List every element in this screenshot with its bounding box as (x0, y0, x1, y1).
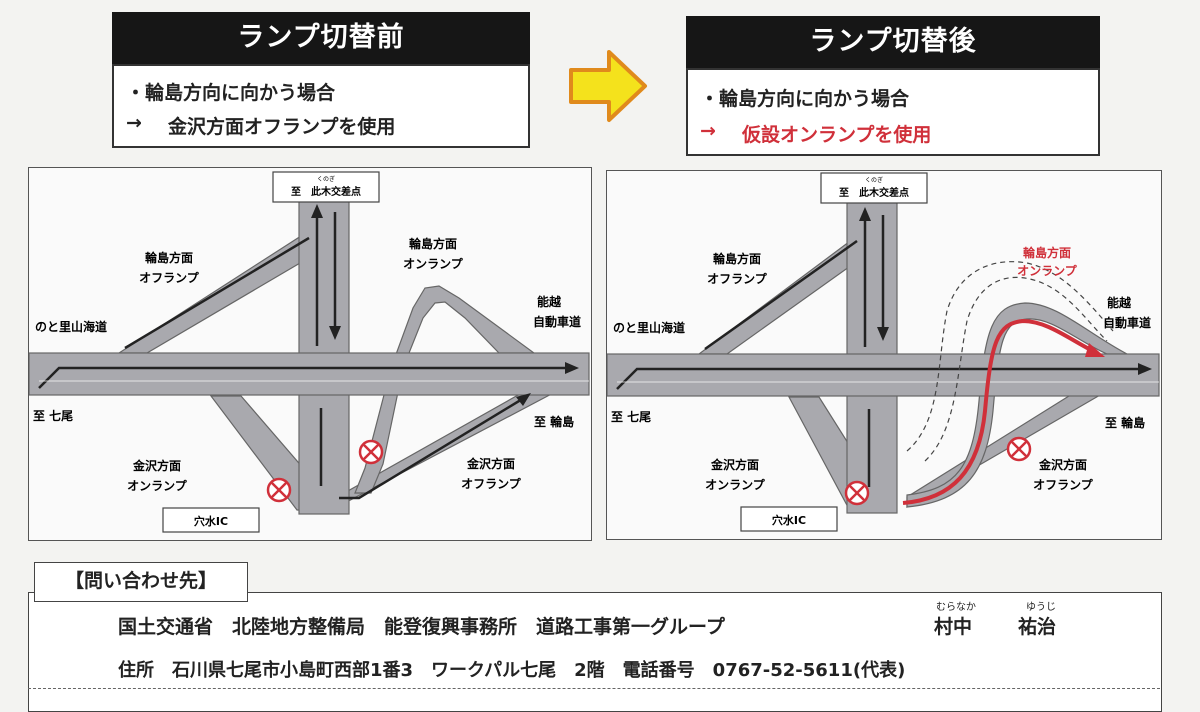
before-kanazawa-on-label-1: 金沢方面 (132, 458, 181, 473)
contact-name2-ruby: ゆうじ (1026, 602, 1056, 613)
contact-box (28, 592, 1162, 712)
before-note-arrow: → (126, 112, 142, 134)
after-wajima-off-label-1: 輪島方面 (713, 251, 761, 266)
after-top-sign-box (820, 172, 928, 204)
before-kanazawa-off-label-2: オフランプ (461, 476, 522, 491)
before-off-ramp-arrow (124, 236, 310, 350)
before-right-road-label-2: 自動車道 (533, 314, 581, 329)
after-closed-marker-1 (844, 480, 870, 506)
before-kanazawa-off-label-1: 金沢方面 (466, 456, 515, 471)
before-up-arrow-head (311, 204, 323, 218)
before-wajima-off-label-1: 輪島方面 (145, 250, 193, 265)
before-note-box (112, 64, 530, 148)
after-kanazawa-off-label-2: オフランプ (1033, 477, 1094, 492)
after-kanazawa-on-label-2: オンランプ (705, 477, 766, 492)
before-left-dest-label: 至 七尾 (33, 409, 73, 423)
before-bottom-sign-box (162, 507, 260, 533)
before-wajima-on-ramp (354, 285, 536, 494)
after-left-dest-label: 至 七尾 (611, 410, 651, 424)
before-header-block: ランプ切替前 ・輪島方向に向かう場合 → 金沢方面オフランプを使用 (112, 12, 530, 148)
after-diagram: くのぎ 至 此木交差点 穴水IC 輪島方面 オフランプ 輪島方面 オンランプ の… (606, 170, 1162, 540)
contact-org: 国土交通省 北陸地方整備局 能登復興事務所 道路工事第一グループ (118, 616, 725, 638)
before-closed-marker-2 (358, 439, 384, 465)
before-kanazawa-off-arrow (339, 396, 525, 500)
before-note-line2: 金沢方面オフランプを使用 (168, 116, 396, 138)
after-red-route-line (902, 318, 1094, 505)
before-top-sign-box (272, 171, 380, 203)
after-note-arrow: → (700, 120, 716, 142)
before-right-dest-label: 至 輪島 (534, 414, 574, 429)
before-diagram: くのぎ 至 此木交差点 穴水IC 輪島方面 オフランプ 輪島方面 オンランプ の… (28, 167, 592, 541)
after-main-highway (607, 353, 1160, 397)
after-header-block: ランプ切替後 ・輪島方向に向かう場合 → 仮設オンランプを使用 (686, 16, 1100, 156)
after-bottom-sign-box (740, 506, 838, 532)
before-closed-marker-1 (266, 477, 292, 503)
after-title: ランプ切替後 (686, 16, 1100, 68)
after-red-route-head (1085, 343, 1105, 357)
before-left-road-label: のと里山海道 (35, 319, 107, 334)
after-kanazawa-on-label-1: 金沢方面 (710, 457, 759, 472)
after-dashed-old-ramp-2 (906, 261, 1114, 452)
after-wajima-on-label-1: 輪島方面 (1023, 245, 1071, 260)
before-diagram-svg: くのぎ 至 此木交差点 穴水IC 輪島方面 オフランプ 輪島方面 オンランプ の… (29, 171, 590, 533)
after-note-line1: ・輪島方向に向かう場合 (700, 88, 910, 110)
after-top-sign: 至 此木交差点 (839, 186, 909, 199)
contact-divider (28, 688, 1160, 689)
contact-name1-ruby: むらなか (936, 602, 976, 613)
after-wajima-off-label-2: オフランプ (707, 271, 768, 286)
transition-arrow-icon (569, 50, 647, 122)
after-through-arrow-head (1138, 363, 1152, 375)
before-wajima-off-label-2: オフランプ (139, 270, 200, 285)
after-down-arrow-head (877, 327, 889, 341)
after-bottom-sign: 穴水IC (772, 513, 806, 527)
after-off-ramp-arrow (704, 239, 858, 351)
after-right-road-label-2: 自動車道 (1103, 315, 1151, 330)
after-note-line2: 仮設オンランプを使用 (742, 124, 932, 146)
contact-name2: 祐治 (1018, 616, 1057, 638)
before-main-highway (29, 352, 590, 396)
after-note-box (686, 68, 1100, 156)
before-note-line1: ・輪島方向に向かう場合 (126, 82, 336, 104)
before-title: ランプ切替前 (112, 12, 530, 64)
after-kanazawa-off-label-1: 金沢方面 (1038, 457, 1087, 472)
contact-title: 【問い合わせ先】 (34, 562, 248, 602)
contact-name1: 村中 (934, 616, 973, 638)
before-top-sign-ruby: くのぎ (317, 175, 335, 183)
after-diagram-svg: くのぎ 至 此木交差点 穴水IC 輪島方面 オフランプ 輪島方面 オンランプ の… (607, 172, 1160, 532)
after-dashed-old-ramp-1 (924, 276, 1108, 462)
after-up-arrow-head (859, 207, 871, 221)
before-bottom-sign: 穴水IC (194, 514, 228, 528)
after-right-dest-label: 至 輪島 (1105, 415, 1145, 430)
after-left-road-label: のと里山海道 (613, 320, 685, 335)
contact-address: 住所 石川県七尾市小島町西部1番3 ワークパル七尾 2階 電話番号 0767-5… (118, 660, 906, 681)
after-wajima-on-label-2: オンランプ (1017, 263, 1078, 278)
before-kanazawa-on-label-2: オンランプ (127, 478, 188, 493)
before-down-arrow-head (329, 326, 341, 340)
before-wajima-on-label-2: オンランプ (403, 256, 464, 271)
before-right-road-label-1: 能越 (537, 294, 562, 309)
before-wajima-on-label-1: 輪島方面 (409, 236, 457, 251)
after-right-road-label-1: 能越 (1107, 295, 1132, 310)
before-top-sign: 至 此木交差点 (291, 185, 361, 198)
after-top-sign-ruby: くのぎ (865, 176, 883, 184)
before-kanazawa-off-arrow-head (516, 393, 531, 406)
before-through-arrow-head (565, 362, 579, 374)
after-closed-marker-2 (1006, 436, 1032, 462)
